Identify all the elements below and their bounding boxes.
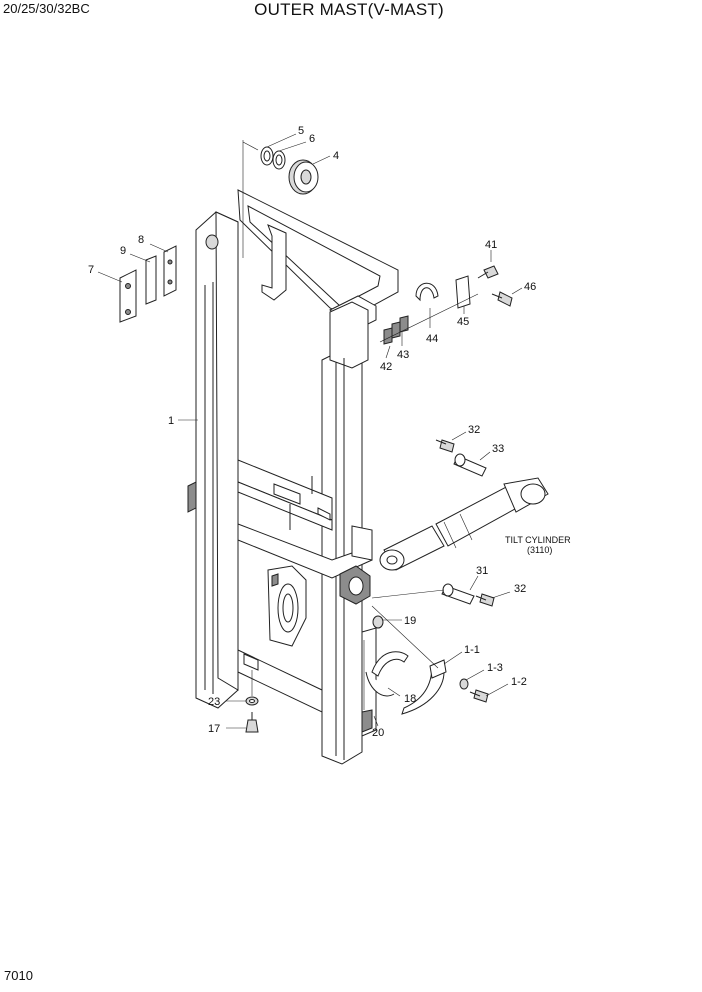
callout-1-1: 1-1 bbox=[464, 644, 480, 656]
callout-17: 17 bbox=[208, 723, 220, 735]
callout-1: 1 bbox=[168, 415, 174, 427]
callout-9: 9 bbox=[120, 245, 126, 257]
callout-8: 8 bbox=[138, 234, 144, 246]
callout-42: 42 bbox=[380, 361, 392, 373]
callout-44: 44 bbox=[426, 333, 438, 345]
callout-33: 33 bbox=[492, 443, 504, 455]
callout-46: 46 bbox=[524, 281, 536, 293]
page-title-text: OUTER MAST(V-MAST) bbox=[254, 0, 444, 19]
callout-7: 7 bbox=[88, 264, 94, 276]
page-number: 7010 bbox=[4, 968, 33, 983]
callout-1-2: 1-2 bbox=[511, 676, 527, 688]
callout-18: 18 bbox=[404, 693, 416, 705]
callout-31: 31 bbox=[476, 565, 488, 577]
callout-4: 4 bbox=[333, 150, 339, 162]
page-title: OUTER MAST(V-MAST) bbox=[0, 0, 702, 20]
callout-32-lower: 32 bbox=[514, 583, 526, 595]
callout-5: 5 bbox=[298, 125, 304, 137]
callout-6: 6 bbox=[309, 133, 315, 145]
callout-19: 19 bbox=[404, 615, 416, 627]
tilt-cylinder-note-line1: TILT CYLINDER bbox=[505, 535, 571, 545]
stopper-plate-parts bbox=[119, 245, 177, 323]
tilt-cylinder-ref bbox=[379, 477, 549, 571]
clamp-bracket-parts bbox=[379, 265, 513, 345]
callout-23: 23 bbox=[208, 696, 220, 708]
tilt-cylinder-note-line2: (3110) bbox=[527, 545, 552, 555]
callout-20: 20 bbox=[372, 727, 384, 739]
callout-1-3: 1-3 bbox=[487, 662, 503, 674]
model-code: 20/25/30/32BC bbox=[3, 1, 90, 16]
washer-bolt-parts bbox=[245, 670, 259, 733]
callout-45: 45 bbox=[457, 316, 469, 328]
pin-and-bolt-parts bbox=[371, 439, 495, 607]
roller-bearing-parts bbox=[242, 140, 319, 258]
tilt-cap-parts bbox=[365, 605, 489, 715]
callout-41: 41 bbox=[485, 239, 497, 251]
callout-43: 43 bbox=[397, 349, 409, 361]
callout-32-upper: 32 bbox=[468, 424, 480, 436]
leader-lines bbox=[97, 133, 523, 729]
outer-mast-frame bbox=[187, 189, 399, 765]
callout-labels: 5 6 4 41 46 8 9 7 45 44 43 42 1 32 33 31… bbox=[88, 125, 571, 739]
